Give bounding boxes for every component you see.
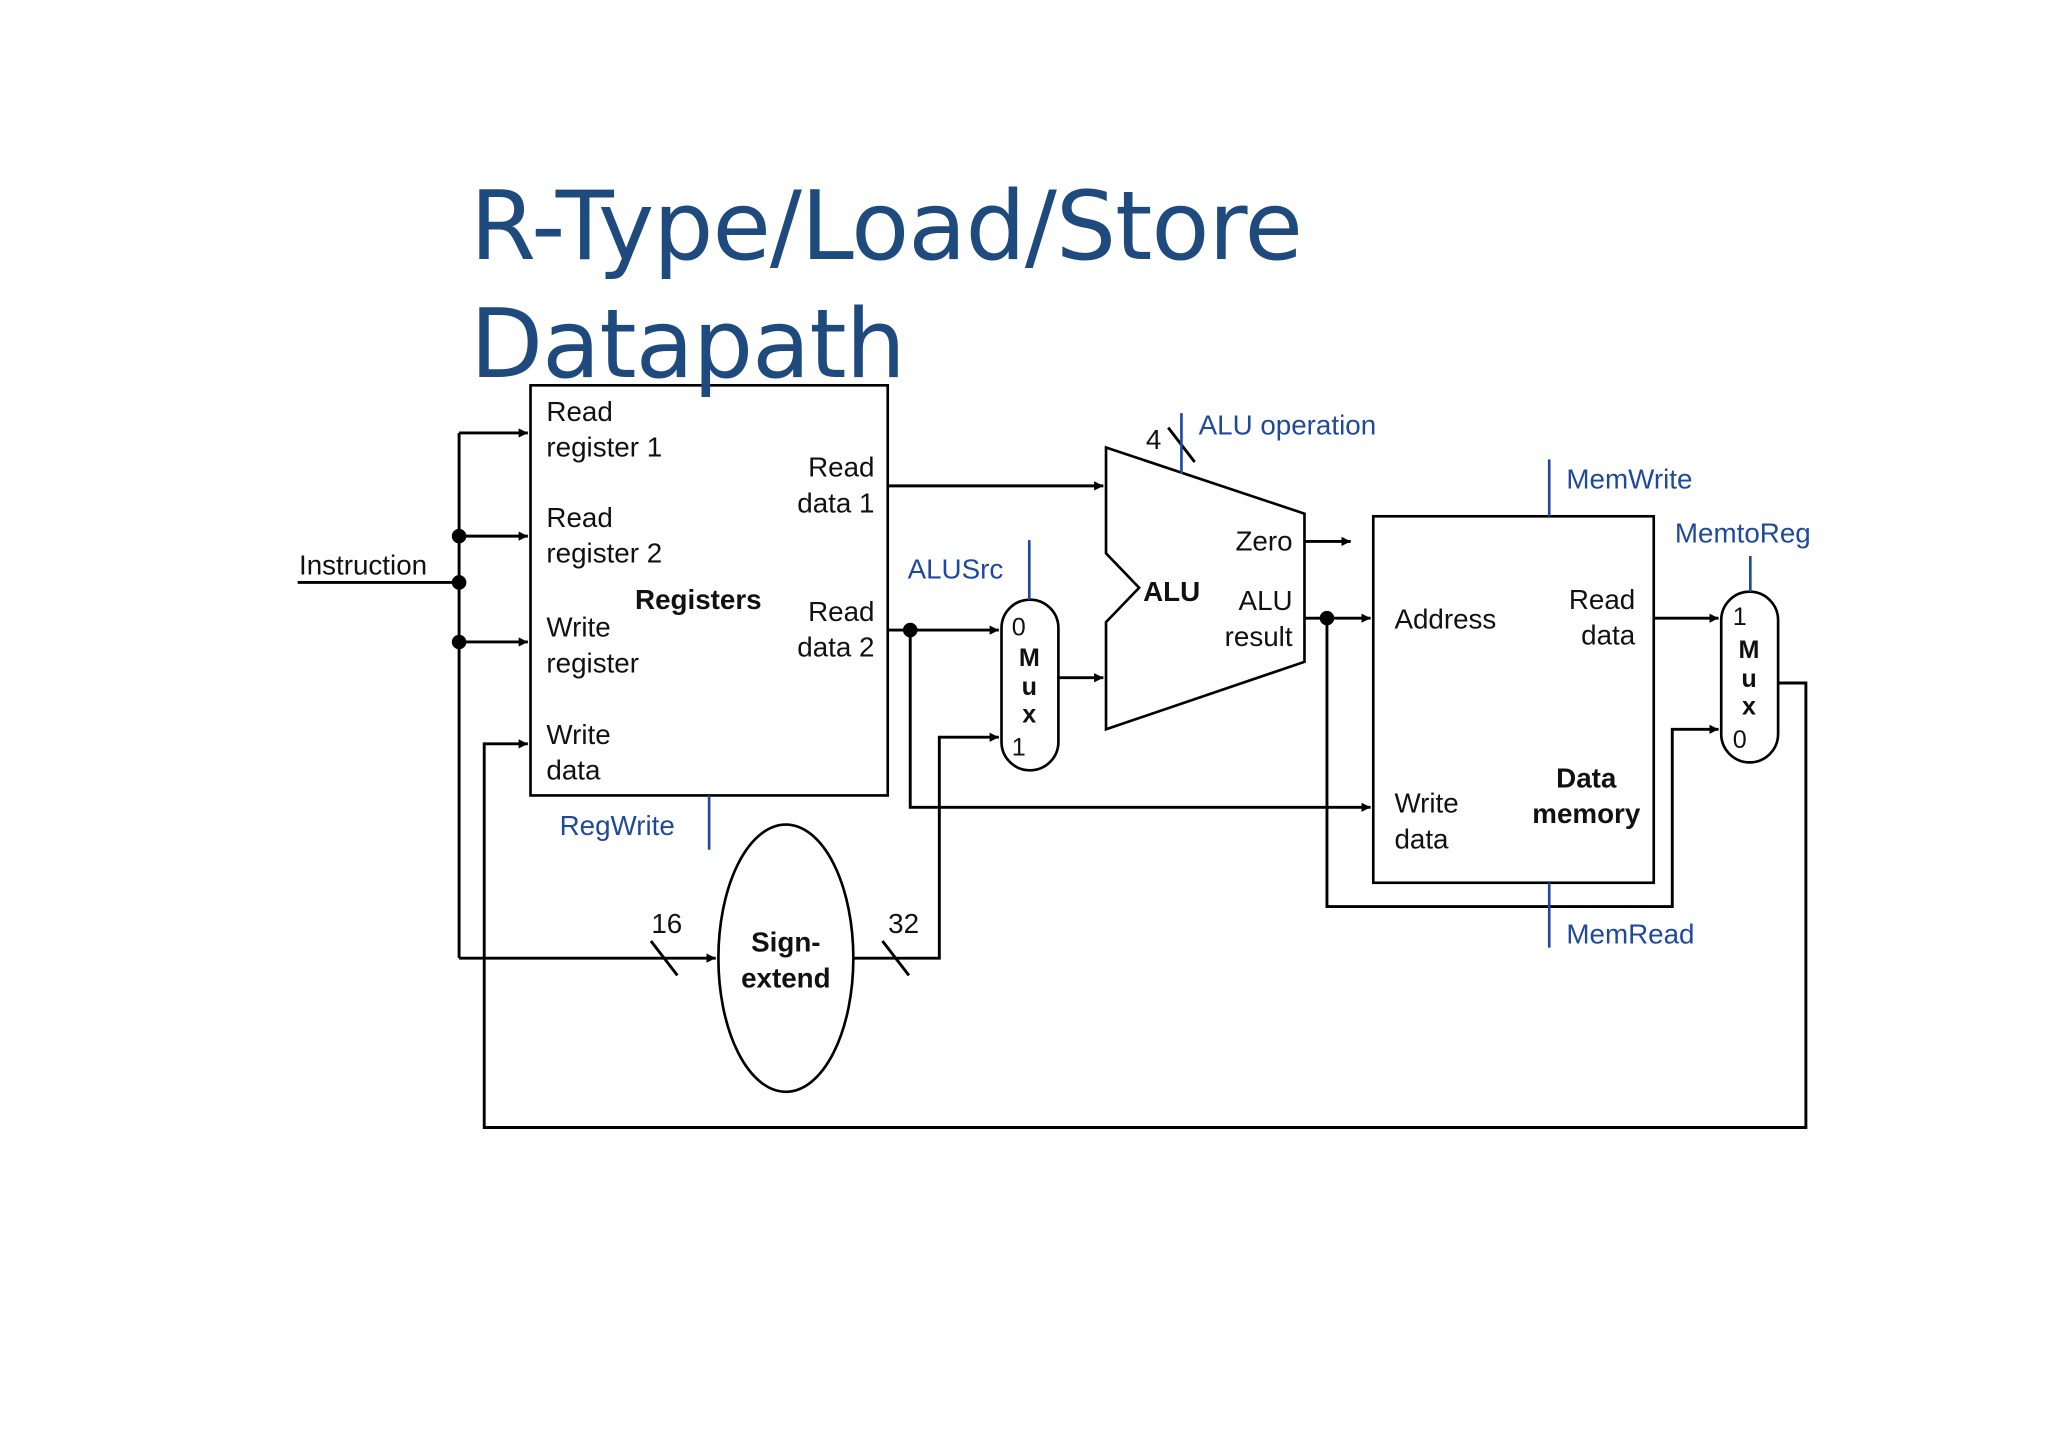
alu-zero-label: Zero xyxy=(1235,526,1292,557)
junction-dot xyxy=(451,528,467,544)
alu-operation-label: ALU operation xyxy=(1199,409,1377,440)
memtoreg-mux-letter-m: M xyxy=(1739,636,1760,664)
read-data-1-label-line-1: Read xyxy=(808,452,874,483)
memtoreg-mux-input-0-label: 0 xyxy=(1733,726,1747,754)
junction-dot xyxy=(451,575,467,590)
read-register-1-label-line-2: register 1 xyxy=(546,432,662,463)
instruction-label: Instruction xyxy=(299,550,427,581)
junction-dot xyxy=(1319,610,1335,626)
registers-block xyxy=(529,383,890,797)
sign-extend-label-line-1: Sign- xyxy=(751,927,820,958)
alu-label: ALU xyxy=(1143,576,1200,607)
write-data-label-line-1: Write xyxy=(546,719,610,750)
alu-unit xyxy=(1104,445,1306,732)
alusrc-mux-letter-x: x xyxy=(1022,701,1036,729)
sign-extend-unit xyxy=(717,823,855,1094)
regwrite-label: RegWrite xyxy=(560,810,675,841)
data-memory-label-line-1: Data xyxy=(1556,763,1617,794)
read-data-1-label-line-2: data 1 xyxy=(797,487,874,518)
memory-read-data-label-line-2: data xyxy=(1581,620,1636,651)
wires xyxy=(297,426,1808,1129)
wire-write-back xyxy=(482,681,1808,1129)
write-data-label-line-2: data xyxy=(546,755,601,786)
alusrc-mux-input-1-label: 1 xyxy=(1012,734,1026,762)
data-memory-label-line-2: memory xyxy=(1532,798,1641,829)
bus-slash-16 xyxy=(649,940,679,977)
memory-write-data-label-line-1: Write xyxy=(1394,788,1458,819)
sign-extend-input-width: 16 xyxy=(651,908,682,939)
wire-alu-result-bypass xyxy=(1325,618,1719,909)
alusrc-mux-input-0-label: 0 xyxy=(1012,613,1026,641)
memwrite-label: MemWrite xyxy=(1566,464,1692,495)
junction-dot xyxy=(902,622,918,638)
junction-dot xyxy=(451,634,467,650)
read-register-2-label-line-2: register 2 xyxy=(546,538,662,569)
alusrc-label: ALUSrc xyxy=(908,553,1004,584)
memtoreg-mux-input-1-label: 1 xyxy=(1733,603,1747,631)
read-register-2-label-line-1: Read xyxy=(546,502,612,533)
read-data-2-label-line-2: data 2 xyxy=(797,632,874,663)
slide-title-line-2: Datapath xyxy=(470,290,906,400)
bus-slash-32 xyxy=(881,940,911,977)
memread-label: MemRead xyxy=(1566,919,1694,950)
write-register-label-line-1: Write xyxy=(546,612,610,643)
read-data-2-label-line-1: Read xyxy=(808,596,874,627)
control-lines xyxy=(707,413,1752,948)
memory-write-data-label-line-2: data xyxy=(1394,823,1449,854)
write-register-label-line-2: register xyxy=(546,647,639,678)
read-register-1-label-line-1: Read xyxy=(546,396,612,427)
registers-label: Registers xyxy=(635,584,762,615)
alu-result-label-line-1: ALU xyxy=(1239,585,1293,616)
memtoreg-label: MemtoReg xyxy=(1675,518,1811,549)
data-memory-block xyxy=(1371,514,1656,885)
alusrc-mux-letter-u: u xyxy=(1022,673,1037,701)
alu-op-width: 4 xyxy=(1146,424,1161,455)
slide-title-line-1: R-Type/Load/Store xyxy=(470,172,1303,282)
memory-read-data-label-line-1: Read xyxy=(1569,584,1635,615)
wire-memory-write-data xyxy=(908,630,1371,812)
alu-result-label-line-2: result xyxy=(1225,621,1293,652)
memtoreg-mux-letter-x: x xyxy=(1742,693,1756,721)
sign-extend-output-width: 32 xyxy=(888,908,919,939)
memory-address-label: Address xyxy=(1394,604,1496,635)
memtoreg-mux-letter-u: u xyxy=(1741,665,1756,693)
alusrc-mux-letter-m: M xyxy=(1019,644,1040,672)
sign-extend-label-line-2: extend xyxy=(741,962,831,993)
